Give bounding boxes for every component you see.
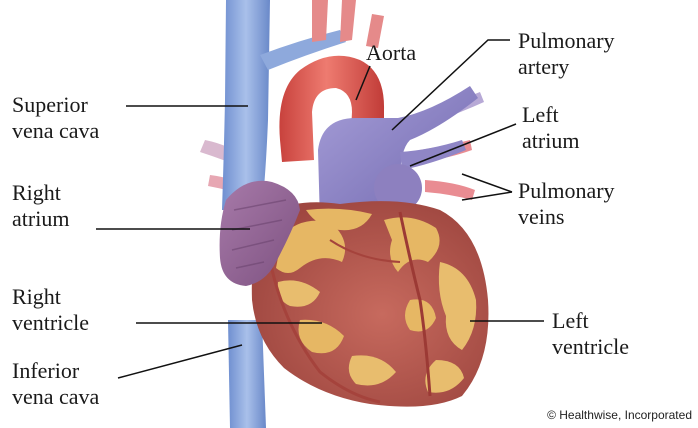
label-left-atrium-line2: atrium [522, 128, 579, 154]
label-right-ventricle-line1: Right [12, 284, 89, 310]
label-left-ventricle-line2: ventricle [552, 334, 629, 360]
label-right-atrium-line1: Right [12, 180, 69, 206]
label-left-atrium: Left atrium [522, 102, 579, 154]
label-left-ventricle-line1: Left [552, 308, 629, 334]
label-aorta-line1: Aorta [366, 40, 416, 66]
label-pulmonary-veins-line1: Pulmonary [518, 178, 615, 204]
label-right-atrium: Right atrium [12, 180, 69, 232]
label-left-ventricle: Left ventricle [552, 308, 629, 360]
label-superior-vena-cava: Superior vena cava [12, 92, 99, 144]
label-superior-vena-cava-line1: Superior [12, 92, 99, 118]
label-pulmonary-veins: Pulmonary veins [518, 178, 615, 230]
label-superior-vena-cava-line2: vena cava [12, 118, 99, 144]
label-aorta: Aorta [366, 40, 416, 66]
label-inferior-vena-cava: Inferior vena cava [12, 358, 99, 410]
label-pulmonary-artery: Pulmonary artery [518, 28, 615, 80]
label-right-atrium-line2: atrium [12, 206, 69, 232]
label-right-ventricle-line2: ventricle [12, 310, 89, 336]
label-pulmonary-artery-line1: Pulmonary [518, 28, 615, 54]
label-inferior-vena-cava-line1: Inferior [12, 358, 99, 384]
label-left-atrium-line1: Left [522, 102, 579, 128]
label-right-ventricle: Right ventricle [12, 284, 89, 336]
label-pulmonary-artery-line2: artery [518, 54, 615, 80]
copyright-notice: © Healthwise, Incorporated [547, 408, 692, 422]
leader-inferior-vena-cava [118, 345, 242, 378]
label-pulmonary-veins-line2: veins [518, 204, 615, 230]
label-inferior-vena-cava-line2: vena cava [12, 384, 99, 410]
